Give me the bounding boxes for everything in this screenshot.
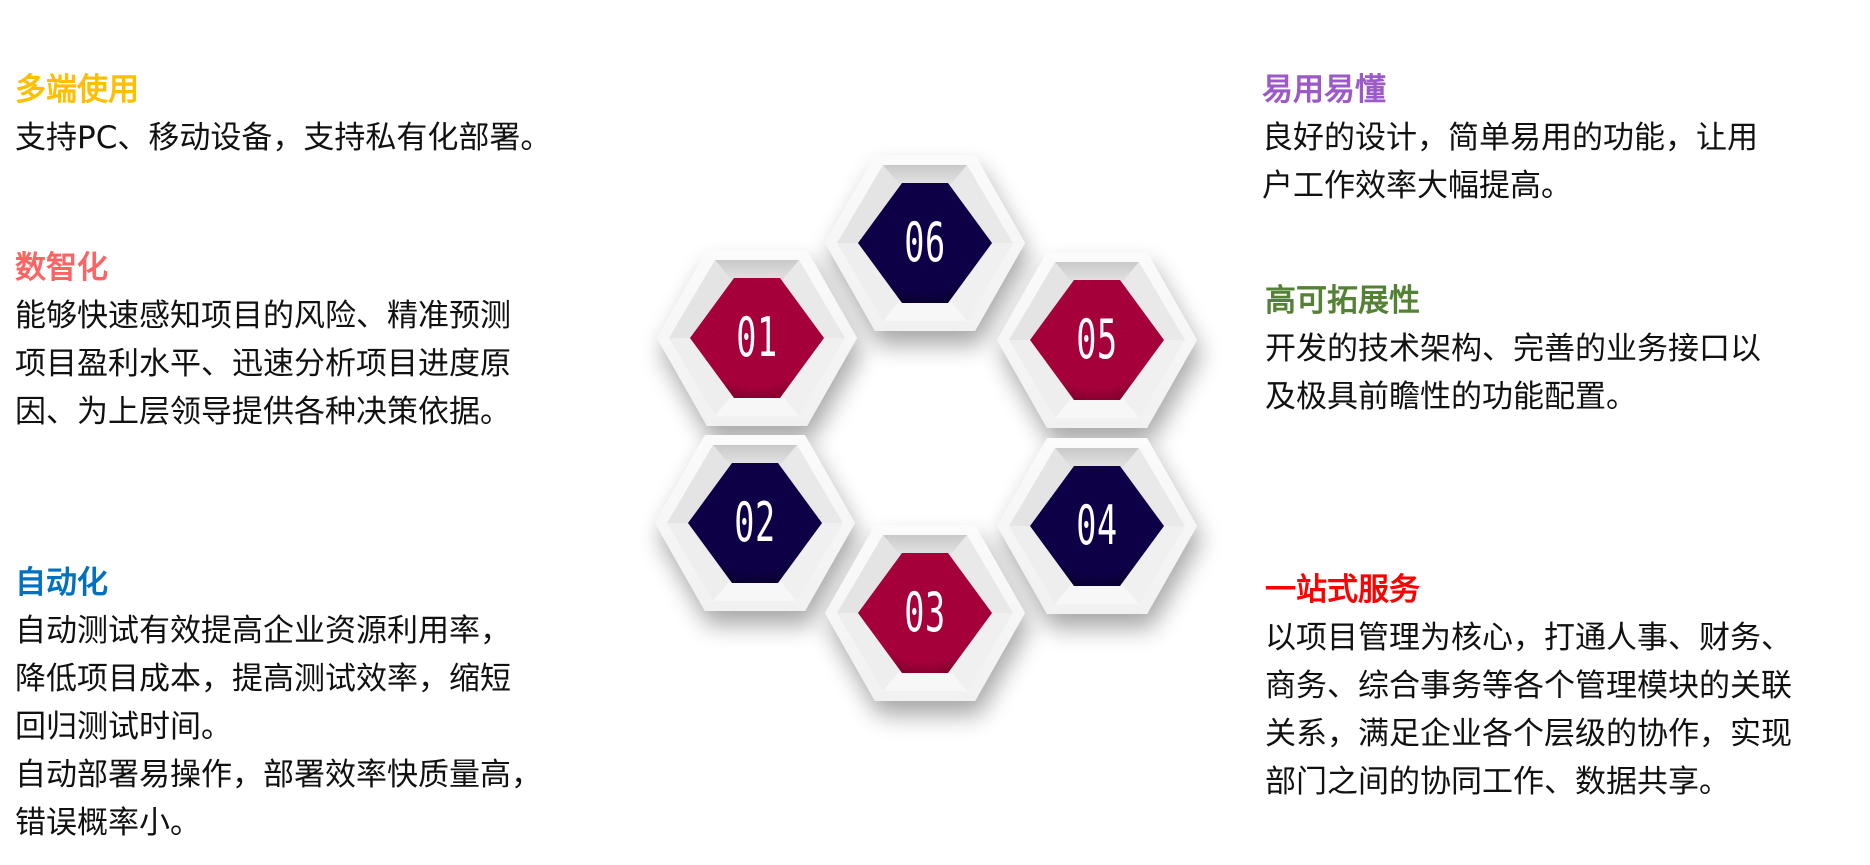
hexagon-number: 04 [1076,494,1118,557]
feature-one-stop-service: 一站式服务 以项目管理为核心，打通人事、财务、 商务、综合事务等各个管理模块的关… [1265,570,1870,806]
feature-description: 开发的技术架构、完善的业务接口以 及极具前瞻性的功能配置。 [1265,331,1761,415]
feature-title: 多端使用 [15,72,139,108]
hexagon-01: 01 [657,250,857,426]
feature-title: 数智化 [15,250,108,286]
feature-description: 支持PC、移动设备，支持私有化部署。 [15,120,552,156]
hexagon-number: 03 [904,581,946,644]
feature-title: 高可拓展性 [1265,283,1420,319]
hexagon-number: 06 [904,211,946,274]
hexagon-06: 06 [825,155,1025,331]
hexagon-number: 05 [1076,308,1118,371]
feature-description: 自动测试有效提高企业资源利用率， 降低项目成本，提高测试效率，缩短 回归测试时间… [15,613,542,841]
hexagon-03: 03 [825,525,1025,701]
feature-automation: 自动化 自动测试有效提高企业资源利用率， 降低项目成本，提高测试效率，缩短 回归… [15,563,615,847]
feature-extensibility: 高可拓展性 开发的技术架构、完善的业务接口以 及极具前瞻性的功能配置。 [1265,281,1865,421]
hexagon-04: 04 [997,438,1197,614]
feature-ease-of-use: 易用易懂 良好的设计，简单易用的功能，让用 户工作效率大幅提高。 [1262,70,1862,210]
feature-digital-intelligence: 数智化 能够快速感知项目的风险、精准预测 项目盈利水平、迅速分析项目进度原 因、… [15,248,615,436]
hexagon-05: 05 [997,252,1197,428]
feature-title: 易用易懂 [1262,72,1386,108]
hexagon-02: 02 [655,435,855,611]
hexagon-number: 01 [736,306,778,369]
feature-title: 一站式服务 [1265,572,1420,608]
feature-title: 自动化 [15,565,108,601]
hexagon-number: 02 [734,491,776,554]
feature-multi-platform: 多端使用 支持PC、移动设备，支持私有化部署。 [15,70,615,162]
feature-description: 以项目管理为核心，打通人事、财务、 商务、综合事务等各个管理模块的关联 关系，满… [1265,620,1792,800]
feature-description: 良好的设计，简单易用的功能，让用 户工作效率大幅提高。 [1262,120,1758,204]
feature-description: 能够快速感知项目的风险、精准预测 项目盈利水平、迅速分析项目进度原 因、为上层领… [15,298,511,430]
